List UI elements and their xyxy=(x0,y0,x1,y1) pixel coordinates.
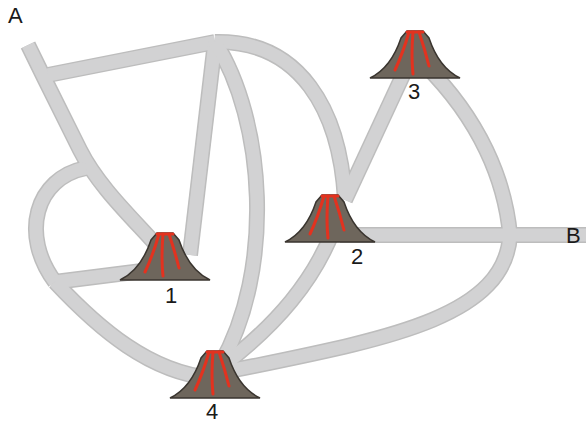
lava-stream xyxy=(219,352,229,386)
callout-number: 2 xyxy=(351,245,363,269)
lava-stream xyxy=(419,32,429,66)
volcanoes xyxy=(120,31,460,398)
lava-stream xyxy=(169,234,179,268)
lava-stream xyxy=(407,31,423,34)
lava-stream xyxy=(212,352,213,394)
callout-number: 3 xyxy=(408,80,420,104)
lava-stream xyxy=(162,234,163,276)
lava-stream xyxy=(195,352,209,390)
point-label: B xyxy=(566,224,581,248)
volcano-icon xyxy=(285,195,375,242)
volcano-icon xyxy=(370,31,460,78)
volcano-icon xyxy=(170,351,260,398)
volcano-cone xyxy=(120,233,210,280)
lava-stream xyxy=(412,32,413,74)
volcano-cone xyxy=(285,195,375,242)
lava-stream xyxy=(395,32,409,70)
road xyxy=(28,42,586,378)
lava-stream xyxy=(322,195,338,198)
lava-stream xyxy=(145,234,159,272)
lava-stream xyxy=(207,351,223,354)
volcano-icon xyxy=(120,233,210,280)
lava-stream xyxy=(327,196,328,238)
lava-stream xyxy=(157,233,173,236)
callout-number: 4 xyxy=(206,400,218,424)
callout-number: 1 xyxy=(165,284,177,308)
lava-stream xyxy=(310,196,324,234)
point-label: A xyxy=(8,4,23,28)
road-edges xyxy=(28,42,586,378)
volcano-cone xyxy=(370,31,460,78)
lava-stream xyxy=(334,196,344,230)
volcano-cone xyxy=(170,351,260,398)
